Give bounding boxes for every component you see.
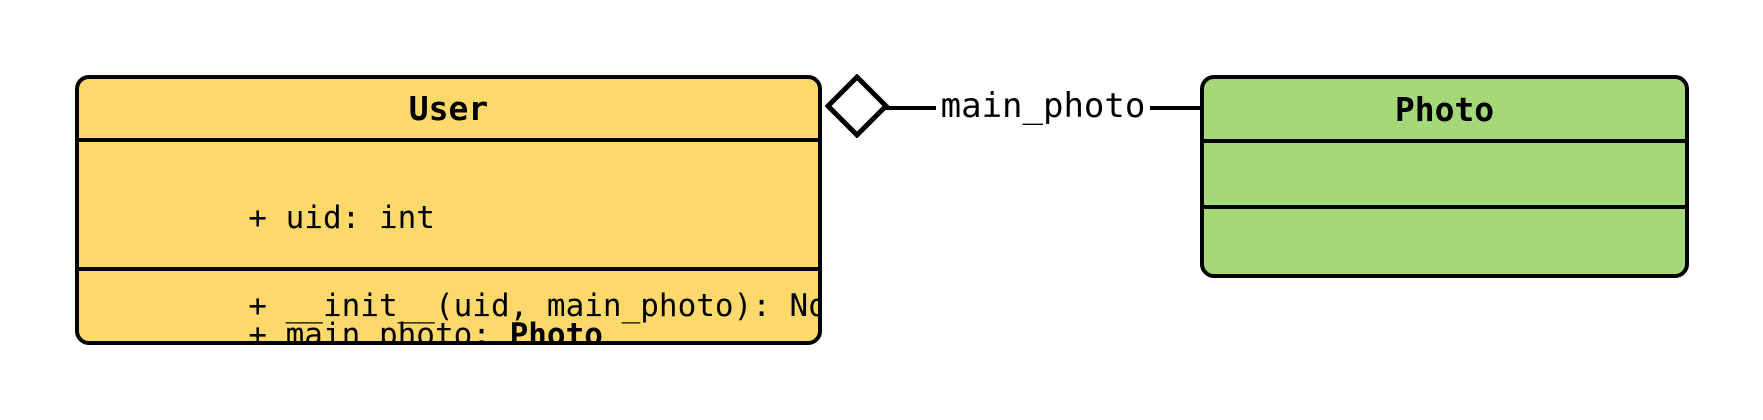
class-title-user-label: User [408,89,489,128]
attribute-line-main-photo: + main_photo: Photo [99,277,818,345]
class-box-photo: Photo [1200,75,1689,278]
class-title-photo-label: Photo [1394,89,1495,129]
class-attributes-user: + uid: int + main_photo: Photo [79,138,818,341]
class-box-user: User + uid: int + main_photo: Photo + __… [75,75,822,345]
class-title-user: User [79,79,818,138]
relationship-label: main_photo [935,86,1151,126]
attribute-text: + uid: int [248,200,435,236]
class-title-photo: Photo [1204,79,1685,139]
attribute-line-uid: + uid: int [99,160,818,277]
attribute-text: + main_photo: [248,317,510,345]
method-line-init: + __init__(uid, main_photo): None [99,248,822,342]
class-methods-photo [1204,205,1685,274]
relationship-label-wrap: main_photo [884,86,1202,126]
class-attributes-photo [1204,139,1685,205]
aggregation-diamond-icon [825,74,889,138]
class-methods-user: + __init__(uid, main_photo): None [79,267,818,341]
method-text: + __init__(uid, main_photo): None [248,287,822,324]
attribute-type: Photo [509,317,603,345]
